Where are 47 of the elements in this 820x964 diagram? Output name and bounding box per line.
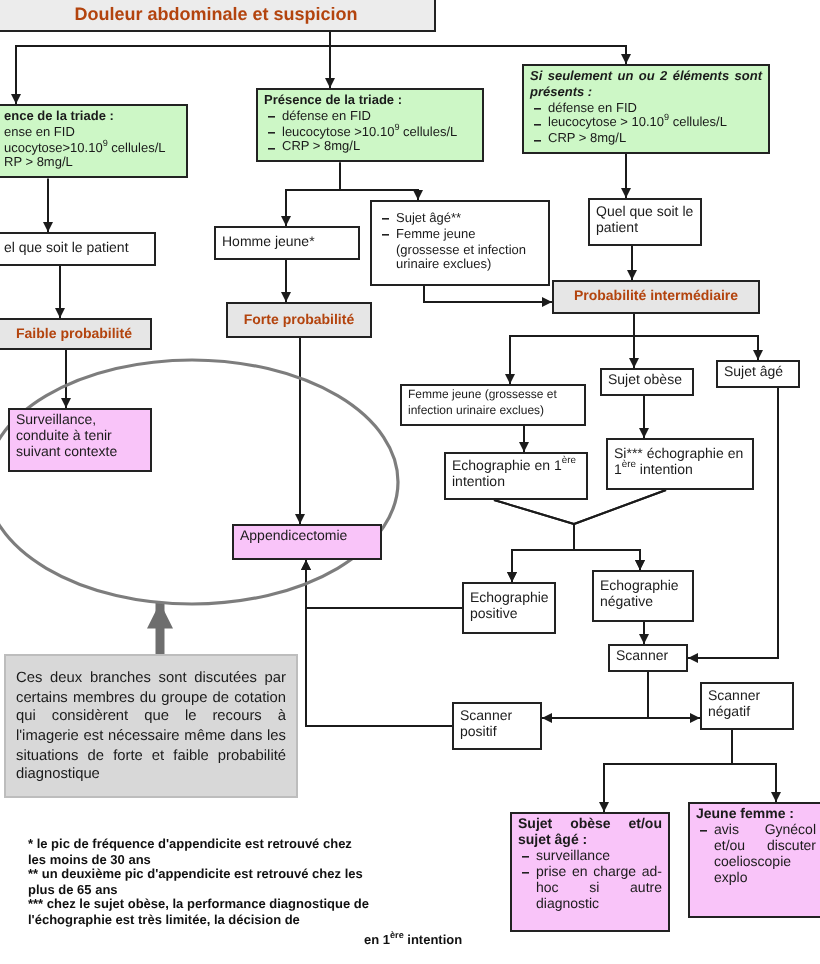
step-box: [462, 582, 556, 634]
criteria-box: [522, 64, 770, 154]
arrow: [639, 395, 649, 439]
action-box: [8, 408, 152, 472]
step-box: [370, 200, 550, 286]
action-box: [510, 812, 670, 932]
arrow: [301, 559, 453, 727]
note-box: [4, 654, 298, 798]
arrow: [573, 489, 667, 571]
arrow: [647, 671, 701, 723]
title-text: Douleur abdominale et suspicion: [74, 4, 358, 26]
arrow: [731, 729, 781, 803]
arrow: [423, 285, 553, 307]
arrow: [627, 245, 637, 281]
probability-box: [552, 280, 760, 314]
arrow: [295, 337, 305, 525]
thick-arrow: [147, 602, 173, 654]
arrow: [639, 621, 649, 645]
step-box: [400, 384, 586, 426]
step-box: [452, 702, 542, 750]
arrow: [329, 31, 631, 65]
arrow: [43, 177, 53, 233]
probability-box: [0, 318, 152, 350]
step-box: [716, 360, 800, 388]
step-box: [700, 682, 794, 730]
step-box: [592, 570, 694, 622]
step-box: [0, 232, 156, 266]
action-box: [232, 524, 382, 560]
step-box: [606, 438, 754, 490]
action-box: [688, 802, 820, 918]
probability-box: [226, 302, 372, 338]
arrow: [61, 349, 71, 409]
criteria-box: [0, 104, 188, 179]
arrow: [339, 161, 423, 201]
step-box: [214, 226, 360, 260]
step-box: [608, 644, 688, 672]
arrow: [55, 265, 65, 319]
arrow: [519, 425, 529, 453]
arrow: [281, 259, 291, 303]
arrow: [633, 313, 763, 361]
step-box: [444, 452, 588, 500]
step-box: [600, 368, 694, 396]
step-box: [588, 198, 702, 246]
title-box: [0, 0, 436, 32]
criteria-box: [256, 88, 484, 163]
arrow: [687, 387, 779, 663]
arrow: [621, 152, 631, 199]
